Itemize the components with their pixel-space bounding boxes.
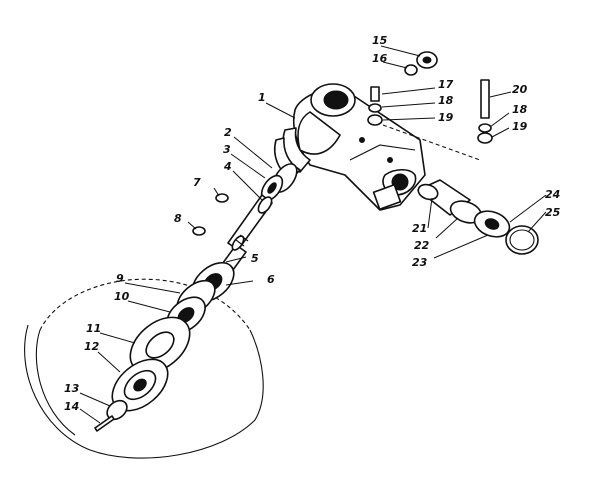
callouts: 1 2 3 4 7 8 5 6 9 10 11 12 13 14 15 16 1…	[64, 34, 561, 413]
leader-lines	[79, 45, 547, 424]
callout-5: 5	[251, 252, 259, 265]
callout-8: 8	[174, 212, 182, 225]
callout-4: 4	[223, 160, 232, 173]
callout-19b: 19	[512, 120, 528, 133]
lower-bearing-stack	[166, 261, 235, 334]
callout-9: 9	[116, 272, 124, 285]
callout-12: 12	[84, 340, 100, 353]
upper-bearing-gear	[260, 163, 298, 202]
callout-19a: 19	[438, 111, 454, 124]
callout-11: 11	[86, 322, 101, 335]
callout-13: 13	[64, 382, 80, 395]
callout-15: 15	[372, 34, 388, 47]
callout-1: 1	[258, 91, 266, 104]
key-7	[215, 193, 229, 203]
callout-14: 14	[64, 400, 79, 413]
callout-24: 24	[545, 188, 560, 201]
callout-23: 23	[412, 256, 428, 269]
callout-25: 25	[545, 206, 561, 219]
callout-21: 21	[412, 222, 427, 235]
callout-6: 6	[267, 273, 275, 286]
blade-flange	[111, 316, 191, 412]
callout-3: 3	[223, 143, 231, 156]
callout-2: 2	[224, 126, 232, 139]
callout-16: 16	[372, 52, 388, 65]
blade-nut-bolt	[94, 399, 128, 432]
callout-22: 22	[414, 239, 430, 252]
top-fasteners	[367, 51, 493, 161]
gear-head-housing	[274, 83, 426, 211]
callout-17: 17	[438, 78, 454, 91]
callout-10: 10	[114, 290, 130, 303]
callout-7: 7	[193, 176, 201, 189]
output-shaft-assembly	[417, 179, 539, 255]
callout-20: 20	[512, 83, 528, 96]
blade-guard-outline	[24, 278, 264, 459]
callout-18b: 18	[512, 103, 528, 116]
callout-18a: 18	[438, 94, 454, 107]
